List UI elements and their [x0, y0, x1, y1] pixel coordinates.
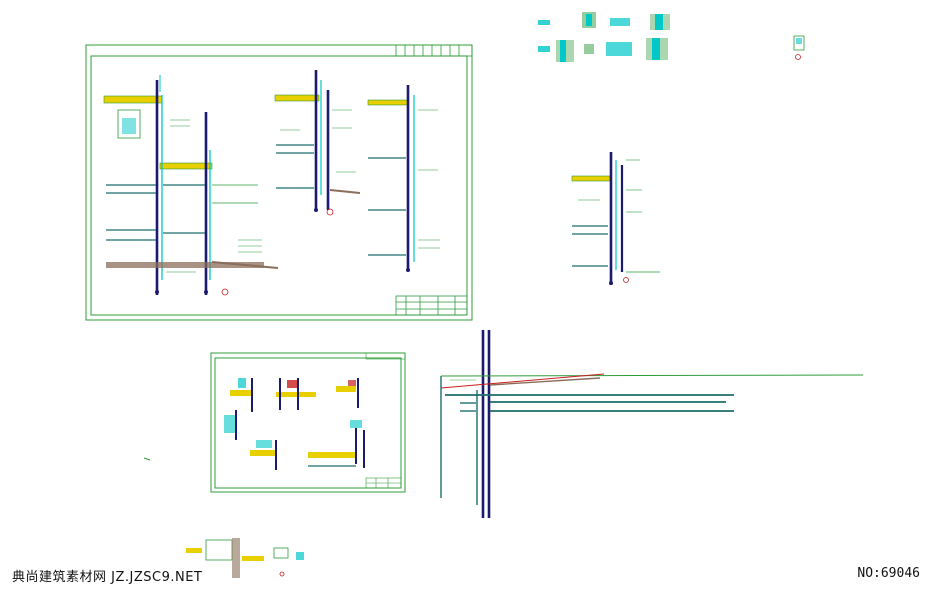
watermark-id-number: NO:69046: [857, 566, 920, 581]
top-small-details: [538, 12, 805, 62]
standalone-wall-section: [571, 152, 660, 285]
wall-section-detail-1: [103, 75, 279, 296]
second-sheet-frame-inner: [214, 357, 402, 489]
main-sheet-frame-inner: [90, 55, 468, 316]
watermark-site-name: 典尚建筑素材网 JZ.JZSC9.NET: [12, 570, 203, 585]
second-sheet-frame-outer: [210, 352, 406, 493]
wall-section-detail-3: [367, 85, 440, 272]
main-sheet-top-title-block: [395, 44, 473, 57]
main-sheet-frame-outer: [85, 44, 473, 321]
large-section-lines: [440, 330, 864, 518]
wall-section-detail-2: [274, 70, 361, 216]
main-detail-sheet: [85, 44, 473, 321]
bottom-small-details: [143, 457, 304, 578]
main-sheet-bottom-title-block: [395, 295, 468, 316]
node-details-sheet: [210, 352, 406, 493]
